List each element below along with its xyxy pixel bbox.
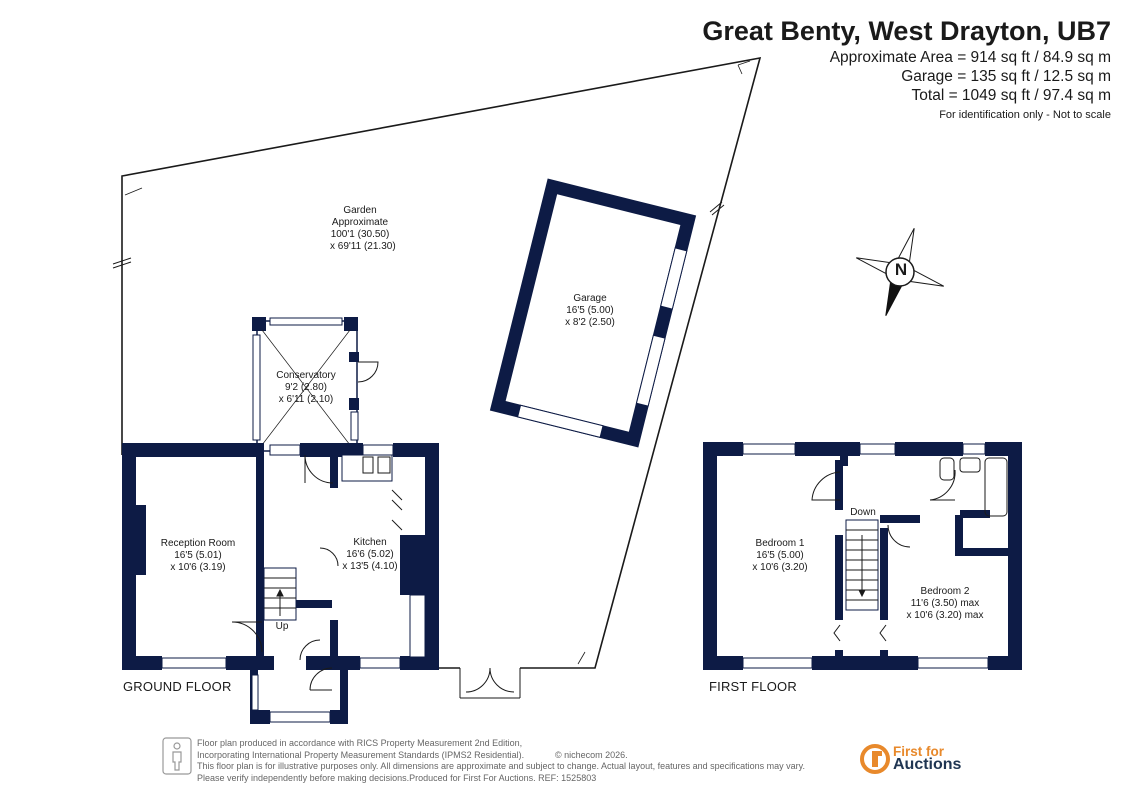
garage-dim-2: x 8'2 (2.50) (565, 317, 615, 328)
kitchen-dim-2: x 13'5 (4.10) (342, 561, 398, 572)
bedroom2-label: Bedroom 2 11'6 (3.50) max x 10'6 (3.20) … (900, 586, 990, 622)
ground-floor-label: GROUND FLOOR (123, 679, 232, 694)
compass-rose (856, 228, 944, 316)
conservatory-dim-1: 9'2 (2.80) (285, 382, 327, 393)
bedroom1-name: Bedroom 1 (755, 538, 805, 549)
bedroom1-label: Bedroom 1 16'5 (5.00) x 10'6 (3.20) (740, 538, 820, 574)
kitchen-name: Kitchen (353, 537, 387, 548)
footer-line-1: Floor plan produced in accordance with R… (197, 738, 523, 748)
reception-dim-1: 16'5 (5.01) (174, 550, 222, 561)
garden-name: Garden (343, 205, 377, 216)
footer-line-4: Please verify independently before makin… (197, 772, 597, 783)
ground-floor-lines (231, 454, 403, 691)
garage-label: Garage 16'5 (5.00) x 8'2 (2.50) (560, 293, 620, 329)
conservatory-name: Conservatory (276, 370, 336, 381)
bedroom1-dim-2: x 10'6 (3.20) (752, 562, 808, 573)
compass-north-label: N (894, 260, 908, 279)
approximate-area: Approximate Area = 914 sq ft / 84.9 sq m (829, 49, 1111, 66)
garage-dim-1: 16'5 (5.00) (566, 305, 614, 316)
kitchen-dim-1: 16'6 (5.02) (346, 549, 394, 560)
garden-dim-1: 100'1 (30.50) (330, 229, 390, 240)
ground-floor-walls (122, 443, 439, 724)
patio-doors (459, 667, 521, 699)
footer-person-icon (162, 737, 192, 775)
header: Great Benty, West Drayton, UB7 Approxima… (702, 14, 1111, 121)
garage-block (489, 178, 697, 448)
bedroom2-dim-1: 11'6 (3.50) max (910, 598, 980, 609)
garden-dim-2: x 69'11 (21.30) (330, 241, 396, 252)
scale-note: For identification only - Not to scale (939, 109, 1111, 121)
stairs-up-label: Up (275, 621, 289, 632)
stairs-down-label: Down (850, 507, 876, 518)
first-floor-lines (811, 457, 1008, 642)
logo-text-auctions: Auctions (893, 756, 962, 773)
kitchen-label: Kitchen 16'6 (5.02) x 13'5 (4.10) (335, 537, 405, 573)
garage-area: Garage = 135 sq ft / 12.5 sq m (901, 68, 1111, 85)
property-address: Great Benty, West Drayton, UB7 (702, 16, 1111, 46)
footer-line-2: Incorporating International Property Mea… (197, 749, 525, 760)
bedroom1-dim-1: 16'5 (5.00) (756, 550, 804, 561)
first-floor-label: FIRST FLOOR (709, 679, 797, 694)
garage-name: Garage (573, 293, 607, 304)
footer-disclaimer: Floor plan produced in accordance with R… (197, 738, 805, 784)
footer-credit: © nichecom 2026. (555, 750, 628, 760)
reception-label: Reception Room 16'5 (5.01) x 10'6 (3.19) (150, 538, 246, 574)
logo-text-first: First for (893, 744, 945, 759)
conservatory-dim-2: x 6'11 (2.10) (278, 394, 334, 405)
garden-label: Garden Approximate 100'1 (30.50) x 69'11… (330, 205, 396, 253)
bedroom2-name: Bedroom 2 (920, 586, 970, 597)
reception-dim-2: x 10'6 (3.19) (170, 562, 226, 573)
conservatory-label: Conservatory 9'2 (2.80) x 6'11 (2.10) (266, 370, 346, 406)
garden-approx: Approximate (331, 217, 389, 228)
footer-line-3: This floor plan is for illustrative purp… (197, 761, 805, 771)
first-floor-walls (703, 442, 1022, 670)
conservatory-walls (252, 317, 379, 452)
auction-logo-icon (860, 744, 890, 774)
garden-boundary (112, 56, 762, 669)
bedroom2-dim-2: x 10'6 (3.20) max (906, 610, 984, 621)
total-area: Total = 1049 sq ft / 97.4 sq m (911, 87, 1111, 104)
reception-name: Reception Room (160, 538, 236, 549)
